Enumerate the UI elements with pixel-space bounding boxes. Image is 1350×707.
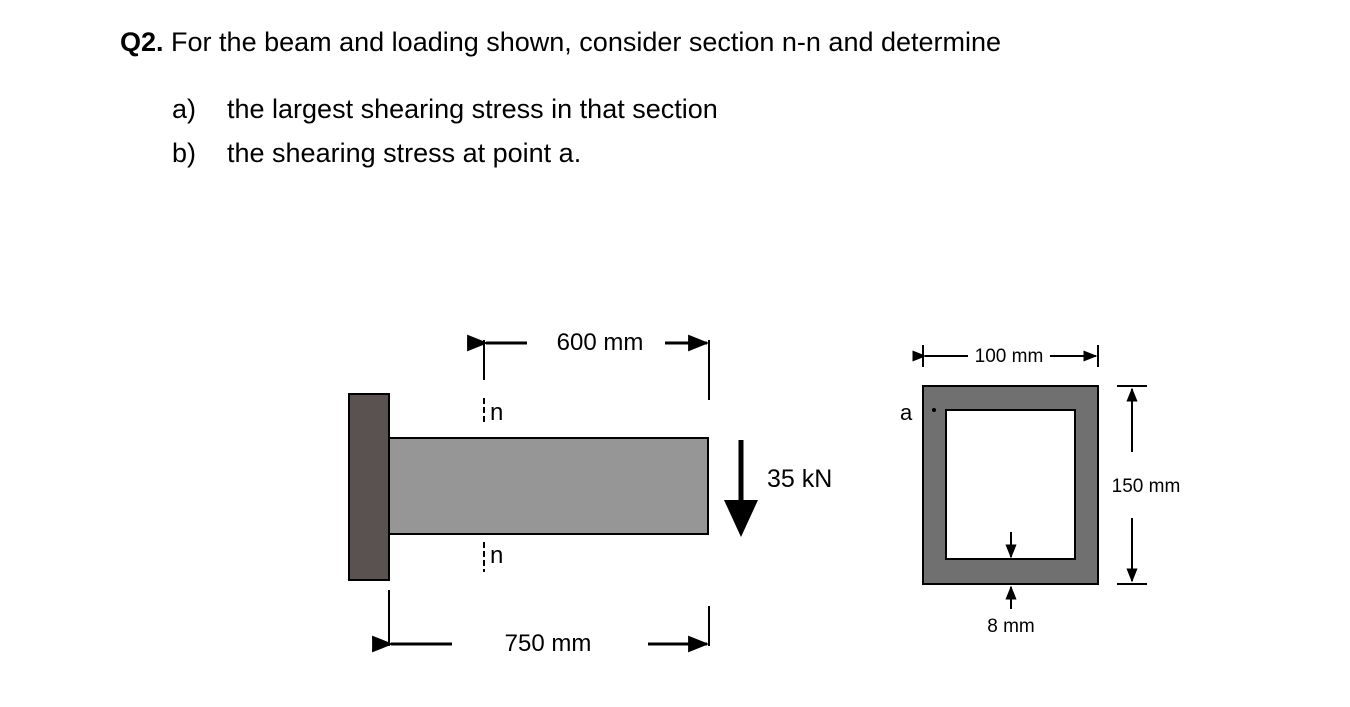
part-a-text: the largest shearing stress in that sect… [227,94,718,124]
question-number: Q2. [120,27,164,57]
part-b-text: the shearing stress at point a. [227,138,582,168]
beam-figure: 600 mm n n 750 mm 35 kN [348,329,832,657]
dimension-750mm [372,590,710,653]
dimension-600mm [467,334,710,400]
question-line: Q2. For the beam and loading shown, cons… [120,27,1001,58]
dimension-600-label: 600 mm [557,329,644,356]
part-a-letter: a) [172,94,197,124]
load-label: 35 kN [767,465,832,493]
question-prompt: For the beam and loading shown, consider… [171,27,1002,57]
fixed-wall [348,393,390,581]
load-arrow [724,440,758,537]
part-b: b) the shearing stress at point a. [172,138,718,182]
dimension-100-label: 100 mm [975,346,1044,367]
section-label-top: n [490,399,503,426]
dimension-100mm [912,345,1099,367]
point-a-dot [932,408,936,412]
dimension-750-label: 750 mm [505,630,592,657]
point-a-label: a [900,400,913,425]
cantilever-beam [388,437,709,535]
part-b-letter: b) [172,138,197,168]
dimension-150-label: 150 mm [1112,476,1181,497]
cross-section-figure: 100 mm 150 mm 8 mm a [900,345,1180,637]
thickness-label: 8 mm [987,616,1035,637]
section-label-bottom: n [490,542,503,569]
part-a: a) the largest shearing stress in that s… [172,94,718,138]
question-parts: a) the largest shearing stress in that s… [172,94,718,182]
dimension-150mm [1117,385,1147,585]
